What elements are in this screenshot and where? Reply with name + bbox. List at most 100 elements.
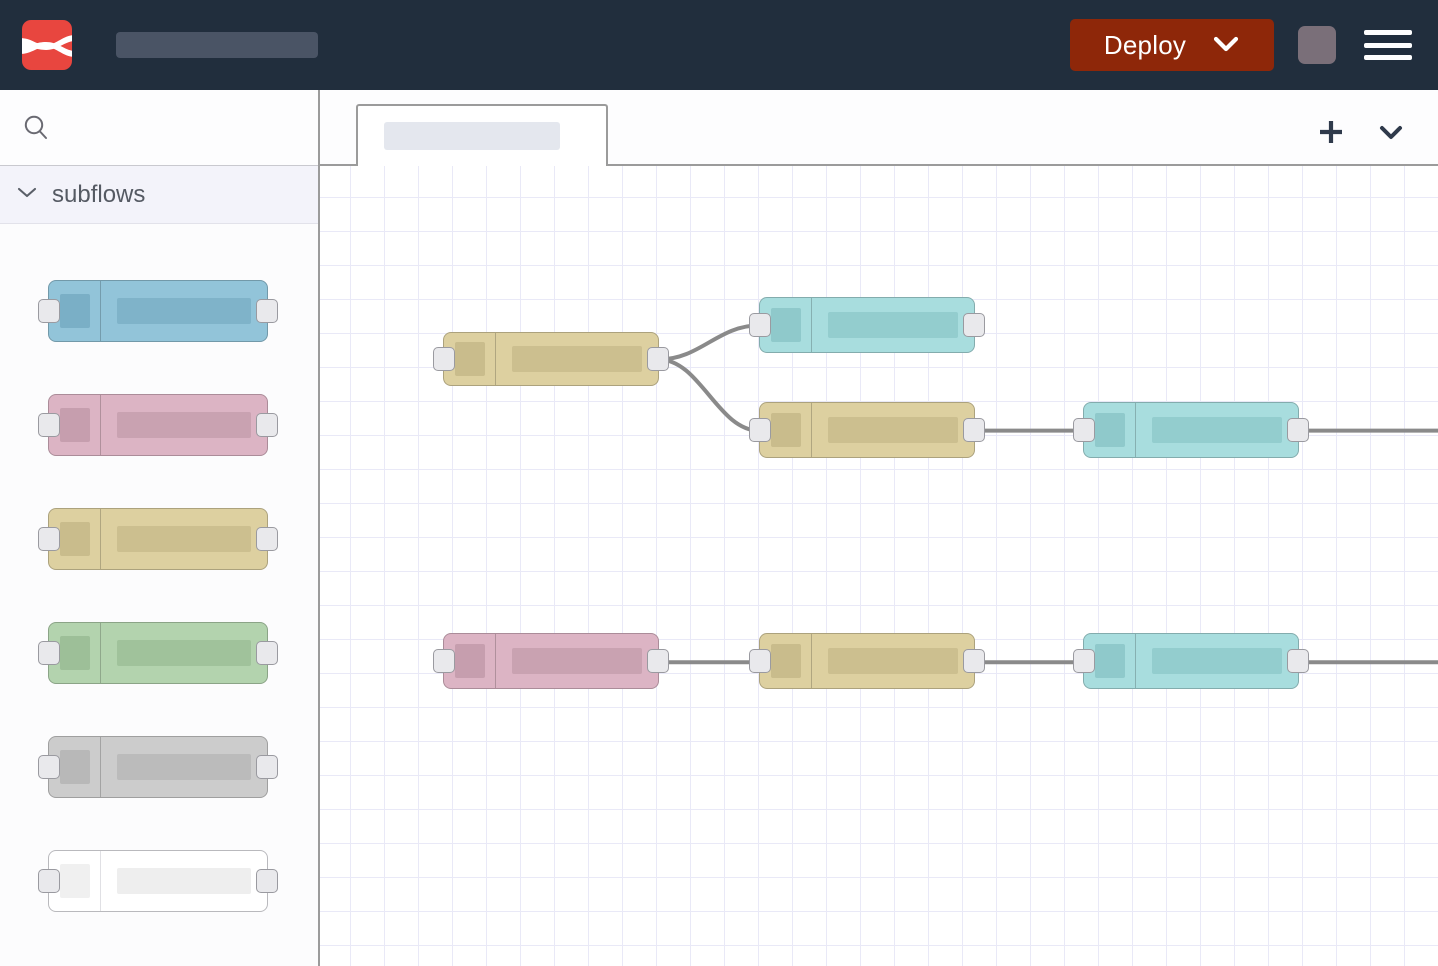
palette-item-3[interactable] (0, 596, 318, 710)
flow-tab-label-placeholder (384, 122, 560, 150)
flow-node-tan-1[interactable] (433, 332, 669, 386)
node-type-icon (770, 413, 801, 447)
node-body-cell (101, 281, 267, 341)
flow-node-cyan-1[interactable] (749, 297, 985, 353)
node-icon-cell (49, 737, 101, 797)
node-type-icon (454, 644, 485, 678)
node-output-port[interactable] (256, 869, 278, 893)
node-icon-cell (49, 395, 101, 455)
palette-node-gray[interactable] (38, 736, 278, 798)
chevron-down-icon[interactable] (14, 184, 40, 205)
node-output-port[interactable] (963, 418, 985, 442)
palette-search-row[interactable] (0, 90, 318, 166)
node-output-port[interactable] (256, 641, 278, 665)
palette-item-5[interactable] (0, 824, 318, 938)
palette-item-2[interactable] (0, 482, 318, 596)
palette-node-list (0, 224, 318, 966)
node-output-port[interactable] (963, 313, 985, 337)
node-type-icon (59, 522, 90, 556)
palette-group-subflows[interactable]: subflows (0, 166, 318, 224)
node-body-cell (1136, 403, 1298, 457)
node-label-placeholder (512, 346, 642, 372)
wire-tan1-to-tan2 (657, 357, 761, 433)
hamburger-menu-icon[interactable] (1364, 27, 1412, 63)
node-body-cell (101, 509, 267, 569)
node-output-port[interactable] (647, 347, 669, 371)
node-output-port[interactable] (963, 649, 985, 673)
node-output-port[interactable] (1287, 418, 1309, 442)
flow-node-tan-3[interactable] (749, 633, 985, 689)
node-type-icon (59, 408, 90, 442)
node-output-port[interactable] (256, 413, 278, 437)
node-type-icon (59, 294, 90, 328)
node-output-port[interactable] (256, 299, 278, 323)
node-output-port[interactable] (1287, 649, 1309, 673)
node-input-port[interactable] (749, 649, 771, 673)
node-input-port[interactable] (38, 299, 60, 323)
node-icon-cell (49, 509, 101, 569)
node-body-cell (101, 623, 267, 683)
node-type-icon (770, 644, 801, 678)
chevron-down-icon (1376, 122, 1406, 145)
palette-node-pink[interactable] (38, 394, 278, 456)
node-label-placeholder (828, 417, 958, 443)
node-input-port[interactable] (1073, 649, 1095, 673)
node-body-cell (812, 298, 974, 352)
node-label-placeholder (828, 312, 958, 338)
node-input-port[interactable] (38, 527, 60, 551)
node-body-cell (496, 333, 658, 385)
palette-node-tan[interactable] (38, 508, 278, 570)
node-label-placeholder (828, 648, 958, 674)
palette-node-green[interactable] (38, 622, 278, 684)
node-input-port[interactable] (433, 649, 455, 673)
flow-node-cyan-3[interactable] (1073, 633, 1309, 689)
node-input-port[interactable] (749, 313, 771, 337)
palette-item-4[interactable] (0, 710, 318, 824)
editor-body: subflows (0, 90, 1438, 966)
palette-item-1[interactable] (0, 368, 318, 482)
node-input-port[interactable] (433, 347, 455, 371)
node-icon-cell (49, 623, 101, 683)
node-icon-cell (760, 403, 812, 457)
node-input-port[interactable] (38, 869, 60, 893)
node-output-port[interactable] (647, 649, 669, 673)
node-icon-cell (444, 634, 496, 688)
flow-list-button[interactable] (1374, 116, 1408, 150)
palette-node-blue[interactable] (38, 280, 278, 342)
node-red-logo-icon[interactable] (22, 20, 72, 70)
node-label-placeholder (117, 526, 251, 552)
flow-node-pink-1[interactable] (433, 633, 669, 689)
node-input-port[interactable] (38, 413, 60, 437)
deploy-chevron-down-icon[interactable] (1212, 35, 1240, 56)
node-input-port[interactable] (38, 641, 60, 665)
node-input-port[interactable] (38, 755, 60, 779)
node-label-placeholder (117, 298, 251, 324)
user-avatar[interactable] (1298, 26, 1336, 64)
flow-tab-1[interactable] (356, 104, 608, 166)
node-label-placeholder (1152, 648, 1282, 674)
flow-node-cyan-2[interactable] (1073, 402, 1309, 458)
node-type-icon (454, 342, 485, 376)
wire-tan1-to-cyan1 (657, 323, 761, 362)
node-output-port[interactable] (256, 527, 278, 551)
flow-canvas[interactable] (320, 166, 1438, 966)
app-header: Deploy (0, 0, 1438, 95)
node-output-port[interactable] (256, 755, 278, 779)
node-input-port[interactable] (1073, 418, 1095, 442)
node-label-placeholder (117, 640, 251, 666)
palette-node-white[interactable] (38, 850, 278, 912)
node-body-cell (101, 395, 267, 455)
flow-node-tan-2[interactable] (749, 402, 985, 458)
flow-title-field[interactable] (116, 32, 318, 58)
deploy-button-label: Deploy (1103, 30, 1187, 60)
palette-item-0[interactable] (0, 254, 318, 368)
add-flow-button[interactable] (1314, 116, 1348, 150)
palette-sidebar: subflows (0, 90, 320, 966)
node-label-placeholder (117, 412, 251, 438)
search-icon[interactable] (20, 112, 52, 144)
deploy-button[interactable]: Deploy (1070, 19, 1274, 71)
node-input-port[interactable] (749, 418, 771, 442)
node-body-cell (812, 403, 974, 457)
node-icon-cell (444, 333, 496, 385)
node-label-placeholder (117, 868, 251, 894)
